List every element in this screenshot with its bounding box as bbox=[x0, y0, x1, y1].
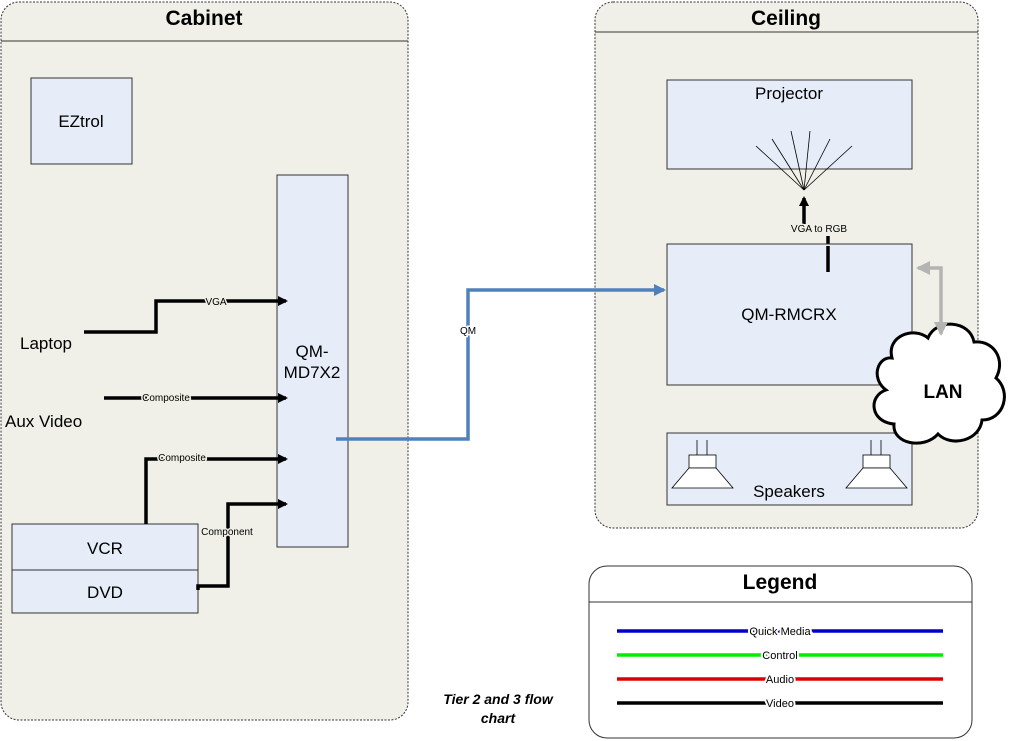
legend-audio: Audio bbox=[617, 672, 943, 688]
switcher-box: QM- MD7X2 bbox=[276, 174, 349, 548]
projector-label: Projector bbox=[755, 84, 823, 103]
component-label: Component bbox=[201, 527, 253, 538]
legend-label-quick-media: Quick Media bbox=[749, 626, 811, 638]
speaker-right-icon bbox=[845, 440, 908, 489]
ceiling-title: Ceiling bbox=[751, 7, 821, 30]
eztrol-label: EZtrol bbox=[58, 112, 103, 131]
vcr-box: VCR bbox=[11, 523, 199, 571]
composite-vcr-connection: Composite bbox=[144, 452, 288, 524]
vcr-label: VCR bbox=[87, 539, 123, 558]
legend-label-video: Video bbox=[766, 698, 794, 710]
composite-vcr-label: Composite bbox=[158, 453, 206, 464]
receiver-label: QM-RMCRX bbox=[741, 305, 836, 324]
caption-line2: chart bbox=[481, 710, 517, 726]
legend-video: Video bbox=[617, 696, 943, 712]
legend-title: Legend bbox=[743, 571, 818, 594]
switcher-label-line2: MD7X2 bbox=[284, 363, 341, 382]
legend-quick-media: Quick Media bbox=[617, 624, 943, 640]
eztrol-box: EZtrol bbox=[30, 77, 133, 165]
aux-video-label: Aux Video bbox=[5, 412, 82, 431]
legend-panel: Legend Quick Media Control Audio Video bbox=[588, 565, 973, 739]
composite-aux-label: Composite bbox=[142, 393, 190, 404]
speakers-label: Speakers bbox=[753, 482, 825, 501]
speakers-box: Speakers bbox=[666, 432, 913, 506]
vga-label: VGA bbox=[205, 297, 226, 308]
cabinet-title: Cabinet bbox=[165, 7, 242, 30]
lan-cloud: LAN bbox=[872, 322, 1006, 445]
caption-line1: Tier 2 and 3 flow bbox=[443, 691, 554, 707]
projector-box: Projector bbox=[666, 79, 913, 191]
legend-label-control: Control bbox=[762, 650, 797, 662]
speaker-left-icon bbox=[671, 440, 734, 489]
receiver-box: QM-RMCRX bbox=[666, 243, 913, 386]
projector-beam-icon bbox=[755, 130, 853, 191]
composite-aux-connection: Composite bbox=[104, 392, 288, 406]
laptop-label: Laptop bbox=[20, 334, 72, 353]
legend-control: Control bbox=[617, 648, 943, 664]
lan-label: LAN bbox=[923, 382, 962, 403]
component-connection: Component bbox=[196, 499, 288, 590]
qm-label: QM bbox=[460, 326, 476, 337]
vga-connection: VGA bbox=[84, 296, 288, 334]
dvd-label: DVD bbox=[87, 583, 123, 602]
legend-label-audio: Audio bbox=[766, 674, 794, 686]
vga-to-rgb-label: VGA to RGB bbox=[791, 224, 847, 235]
lan-connection bbox=[916, 261, 948, 336]
dvd-box: DVD bbox=[11, 569, 199, 614]
switcher-label-line1: QM- bbox=[295, 342, 328, 361]
qm-connection: QM bbox=[336, 284, 666, 441]
